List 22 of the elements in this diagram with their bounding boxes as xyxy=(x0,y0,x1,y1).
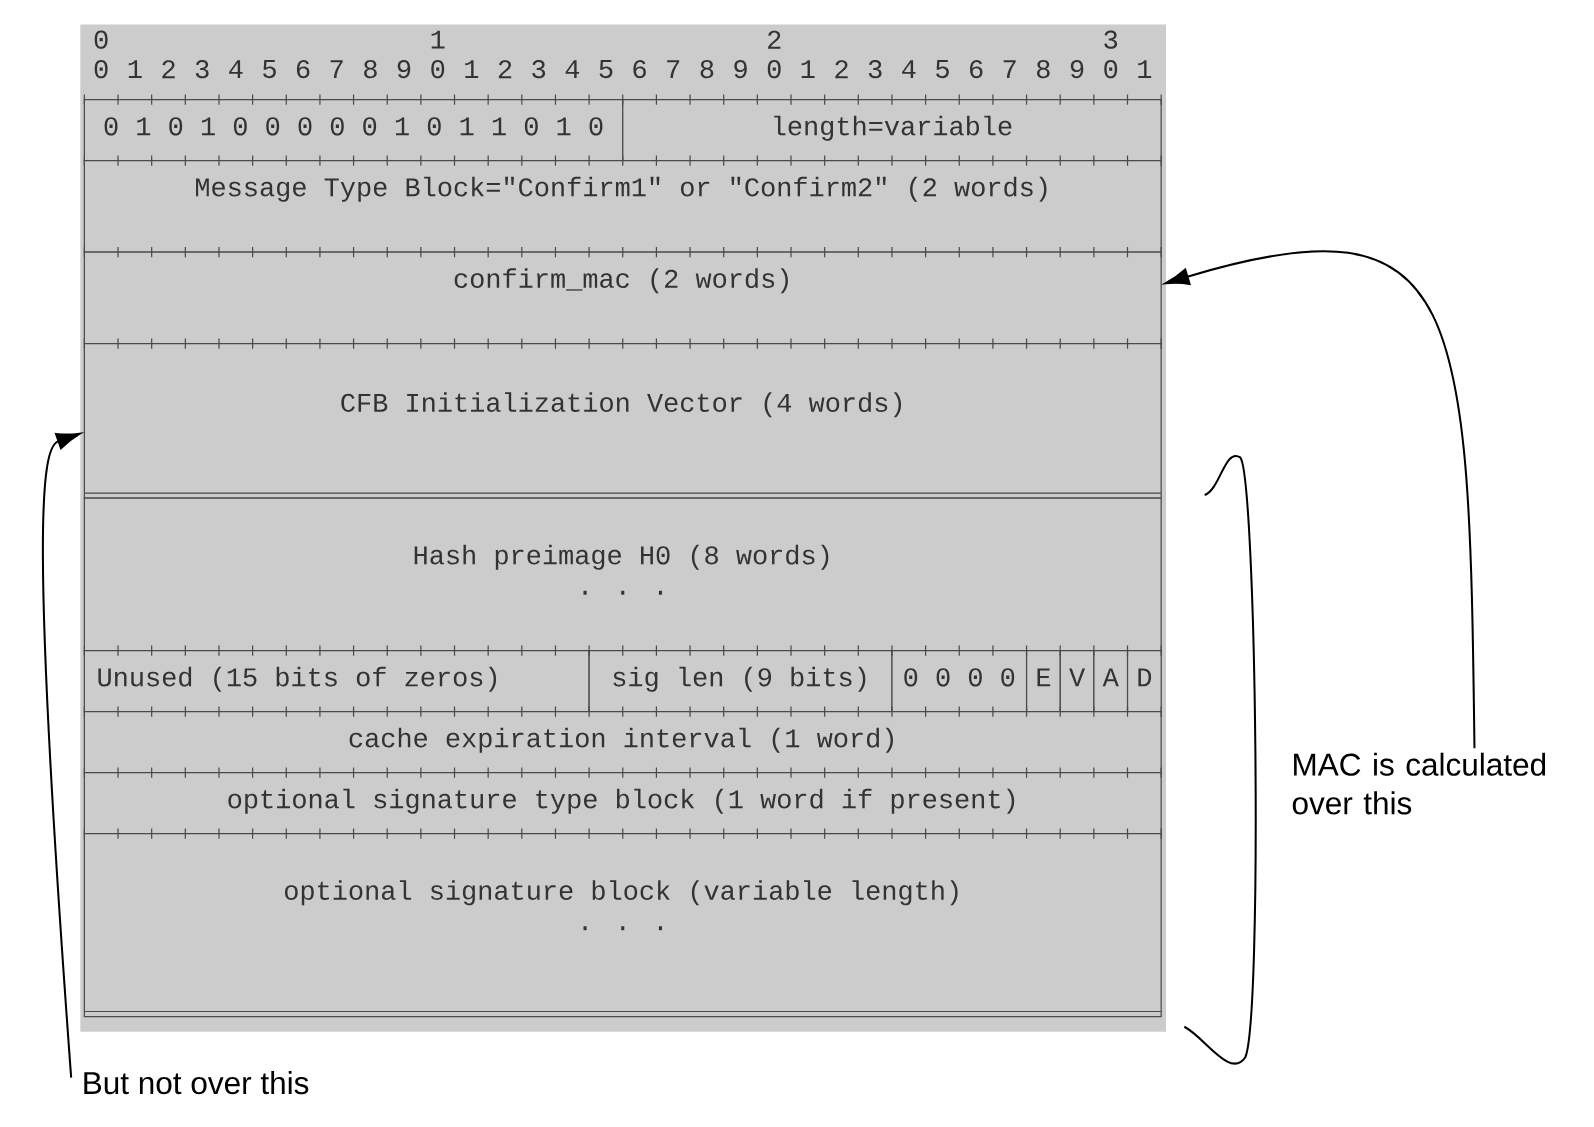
annotation-text: But not over this xyxy=(84,1070,309,1095)
bit-number: 0 xyxy=(94,30,108,49)
bit-number: 6 xyxy=(633,59,646,79)
packet-field: CFB Initialization Vector (4 words) xyxy=(83,342,1162,499)
bit-number: 1 xyxy=(431,30,445,49)
bit-number: 3 xyxy=(1104,30,1118,49)
bit-number: 5 xyxy=(599,59,613,78)
annotation-text: MAC is calculated over this xyxy=(1292,752,1546,815)
bit-number: 2 xyxy=(768,30,781,49)
packet-field: V xyxy=(1059,649,1095,713)
bit-number: 3 xyxy=(532,59,546,79)
packet-field: D xyxy=(1126,649,1162,713)
packet-field: optional signature type block (1 word if present) xyxy=(83,771,1162,835)
packet-field: Unused (15 bits of zeros) xyxy=(83,649,590,713)
packet-field: A xyxy=(1093,649,1129,713)
packet-field: E xyxy=(1026,649,1061,713)
bit-number: 8 xyxy=(700,59,714,79)
bit-number: 7 xyxy=(667,60,680,78)
packet-field: length=variable xyxy=(622,98,1162,162)
packet-field: 0 1 0 1 0 0 0 0 0 1 0 1 1 0 1 0 xyxy=(83,98,624,162)
bit-number: 4 xyxy=(565,60,580,78)
packet-field: confirm_mac (2 words) xyxy=(83,251,1162,345)
